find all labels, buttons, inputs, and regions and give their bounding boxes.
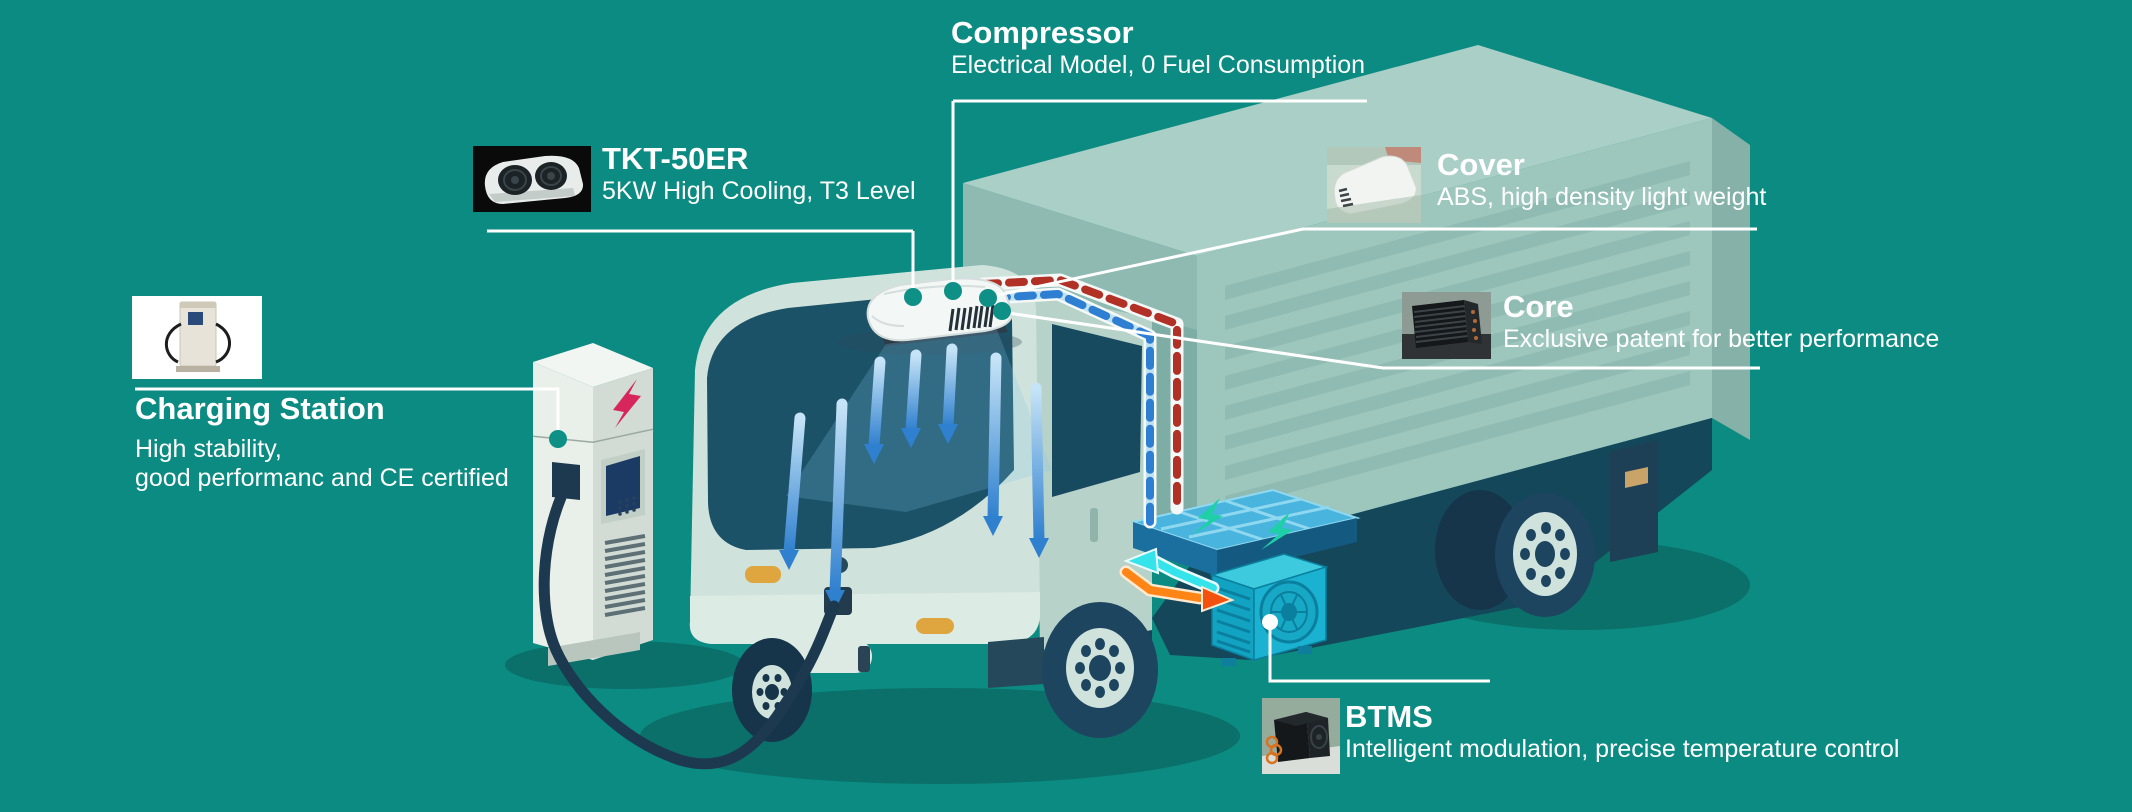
hot-arrow-icon — [1201, 585, 1235, 613]
charging-station-subtitle-line2: good performanc and CE certified — [135, 464, 509, 493]
refrigerant-pipes — [976, 273, 1184, 529]
station-keypad — [618, 496, 636, 516]
windshield — [707, 288, 1014, 550]
tkt-50er-connector-line — [487, 229, 915, 289]
door-handle — [1090, 508, 1098, 542]
charging-station-connector-line — [135, 387, 560, 431]
btms-connector-line — [1268, 624, 1490, 683]
compressor-connector-line — [951, 99, 1367, 283]
license-plate — [1625, 467, 1648, 488]
battery-bolt-icon — [1191, 498, 1223, 536]
indicator-light-left — [745, 566, 781, 583]
callout-btms: BTMS Intelligent modulation, precise tem… — [1345, 699, 1900, 764]
rear-wheels — [1435, 440, 1658, 617]
core-connector-line — [1007, 311, 1760, 370]
tkt-50er-subtitle: 5KW High Cooling, T3 Level — [602, 176, 916, 205]
cab-step — [988, 637, 1044, 688]
indicator-light-right — [916, 618, 954, 634]
hot-pipe — [979, 276, 1181, 512]
front-wheels — [732, 602, 1158, 742]
station-screen — [606, 456, 640, 516]
core-title: Core — [1503, 289, 1574, 324]
station-vents — [604, 534, 646, 617]
air-flow — [779, 330, 1052, 610]
connector-dots — [549, 282, 1011, 448]
callout-cover: Cover ABS, high density light weight — [1437, 147, 1767, 212]
rooftop-ac-unit — [838, 277, 1022, 355]
compressor-subtitle: Electrical Model, 0 Fuel Consumption — [951, 50, 1366, 79]
cold-pipe — [988, 290, 1154, 526]
callout-core: Core Exclusive patent for better perform… — [1503, 289, 1940, 354]
callout-compressor: Compressor Electrical Model, 0 Fuel Cons… — [951, 15, 1366, 80]
cab-side-window — [1052, 324, 1142, 497]
battery-pack — [1129, 488, 1361, 576]
cover-title: Cover — [1437, 147, 1525, 182]
cover-product-photo — [1327, 147, 1421, 223]
btms-subtitle: Intelligent modulation, precise temperat… — [1345, 734, 1900, 763]
battery-bolt-icon — [1261, 512, 1293, 550]
callout-connectors — [135, 99, 1760, 683]
coolant-flow-arrows — [1119, 547, 1235, 613]
callout-charging-station: Charging Station High stability, good pe… — [135, 391, 509, 494]
air-arrows — [779, 343, 1049, 610]
charging-cable — [538, 480, 840, 770]
tkt-50er-title: TKT-50ER — [602, 141, 749, 176]
cover-connector-line — [993, 227, 1757, 298]
compressor-title: Compressor — [951, 15, 1134, 50]
charging-station-product-photo — [132, 296, 262, 379]
cold-arrow-icon — [1123, 547, 1160, 575]
cover-subtitle: ABS, high density light weight — [1437, 182, 1767, 211]
btms-title: BTMS — [1345, 699, 1433, 734]
lightning-bolt-icon — [613, 379, 641, 428]
callout-tkt-50er: TKT-50ER 5KW High Cooling, T3 Level — [602, 141, 916, 206]
rear-tool-box — [1610, 440, 1658, 562]
core-subtitle: Exclusive patent for better performance — [1503, 324, 1940, 353]
core-product-photo — [1402, 292, 1491, 359]
charging-station-subtitle-line1: High stability, — [135, 434, 282, 463]
ac-vent-grille — [948, 304, 995, 332]
btms-product-photo — [1262, 698, 1340, 774]
tkt-50er-product-photo — [473, 146, 591, 212]
charging-station-title: Charging Station — [135, 391, 385, 426]
charging-station-illustration — [532, 343, 840, 770]
